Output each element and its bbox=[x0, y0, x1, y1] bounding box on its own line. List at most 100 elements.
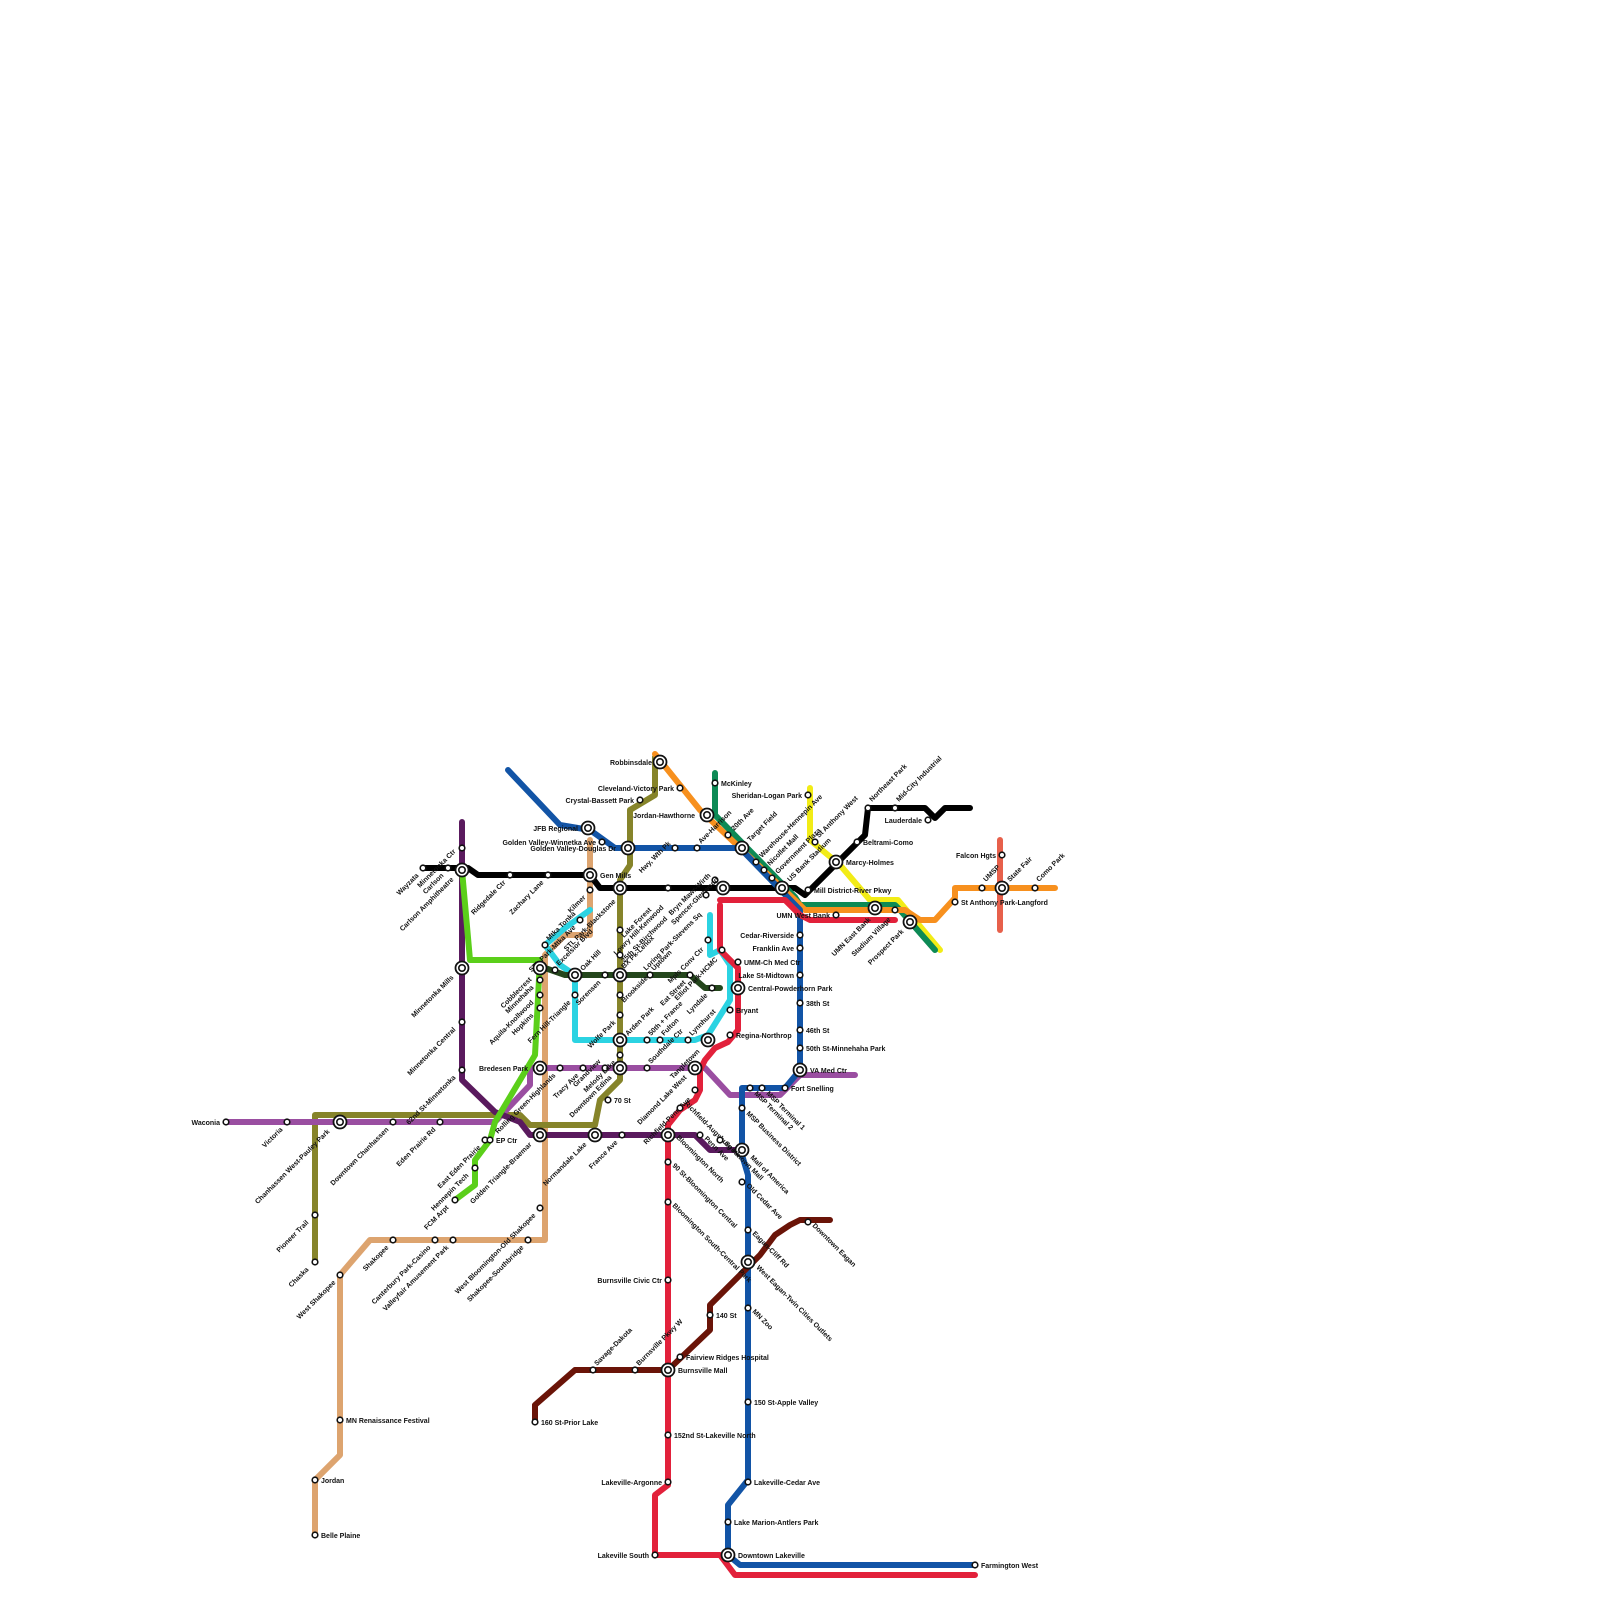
station-label: Falcon Hgts bbox=[956, 853, 996, 860]
interchange-marker-inner bbox=[592, 1132, 598, 1138]
station-label: Belle Plaine bbox=[321, 1533, 360, 1540]
interchange-marker-inner bbox=[617, 972, 623, 978]
station-marker bbox=[665, 1479, 671, 1485]
station-marker bbox=[665, 1199, 671, 1205]
station-label: 38th St bbox=[806, 1001, 830, 1008]
station-marker bbox=[637, 797, 643, 803]
station-marker bbox=[223, 1119, 229, 1125]
station-marker bbox=[745, 1399, 751, 1405]
station-label: Burnsville Civic Ctr bbox=[597, 1278, 662, 1285]
station-marker bbox=[459, 845, 465, 851]
interchange-marker-inner bbox=[665, 1132, 671, 1138]
station-marker bbox=[865, 805, 871, 811]
interchange-marker-inner bbox=[745, 1259, 751, 1265]
station-marker bbox=[735, 959, 741, 965]
interchange-marker-inner bbox=[617, 1065, 623, 1071]
station-marker bbox=[312, 1477, 318, 1483]
station-marker bbox=[759, 1085, 765, 1091]
station-label: McKinley bbox=[721, 781, 752, 788]
station-150-st-apple-valley: 150 St-Apple Valley bbox=[745, 1399, 818, 1407]
station-marker bbox=[617, 1052, 623, 1058]
station-marker bbox=[437, 1119, 443, 1125]
station-farmington-west: Farmington West bbox=[972, 1562, 1039, 1570]
station-marker bbox=[685, 1037, 691, 1043]
station-marker bbox=[725, 1519, 731, 1525]
station-marker bbox=[665, 1159, 671, 1165]
station-label: Lakeville-Cedar Ave bbox=[754, 1480, 820, 1487]
station-marker bbox=[719, 947, 725, 953]
interchange-marker-inner bbox=[625, 845, 631, 851]
interchange-marker-inner bbox=[537, 1132, 543, 1138]
station-mn-renaissance-festival: MN Renaissance Festival bbox=[337, 1417, 430, 1425]
station-marker bbox=[525, 1237, 531, 1243]
station-label: Marcy-Holmes bbox=[846, 860, 894, 867]
station-marker bbox=[652, 1552, 658, 1558]
station-marker bbox=[459, 1019, 465, 1025]
station-label: St Anthony Park-Langford bbox=[961, 900, 1048, 907]
interchange-marker-inner bbox=[665, 1367, 671, 1373]
station-marker bbox=[753, 859, 759, 865]
station-label: VA Med Ctr bbox=[810, 1068, 847, 1075]
station-label: 70 St bbox=[614, 1098, 631, 1105]
station-label: EP Ctr bbox=[496, 1138, 518, 1145]
station-marker bbox=[972, 1562, 978, 1568]
station-label: Bryant bbox=[736, 1008, 759, 1015]
station-label: Golden Valley-Douglas Dr bbox=[530, 846, 616, 853]
station-marker bbox=[739, 1179, 745, 1185]
station-marker bbox=[892, 805, 898, 811]
interchange-marker-inner bbox=[537, 965, 543, 971]
station-marker bbox=[665, 1277, 671, 1283]
station-fairview-ridges-hospital: Fairview Ridges Hospital bbox=[677, 1354, 769, 1362]
interchange-marker-inner bbox=[459, 867, 465, 873]
station-crystal-bassett-park: Crystal-Bassett Park bbox=[566, 797, 643, 805]
interchange-marker-inner bbox=[779, 885, 785, 891]
interchange-marker-inner bbox=[907, 919, 913, 925]
station-marker bbox=[797, 1045, 803, 1051]
station-label: 46th St bbox=[806, 1028, 830, 1035]
station-st-anthony-park-langford: St Anthony Park-Langford bbox=[952, 899, 1048, 907]
station-marker bbox=[537, 1205, 543, 1211]
interchange-marker-inner bbox=[833, 859, 839, 865]
station-marker bbox=[705, 937, 711, 943]
station-label: Jordan-Hawthorne bbox=[633, 813, 695, 820]
station-marker bbox=[979, 885, 985, 891]
station-marker bbox=[677, 1105, 683, 1111]
station-marker bbox=[337, 1417, 343, 1423]
station-marker bbox=[797, 972, 803, 978]
interchange-marker-inner bbox=[617, 1037, 623, 1043]
station-marker bbox=[619, 1132, 625, 1138]
station-marker bbox=[1032, 885, 1038, 891]
station-mill-district-river-pkwy: Mill District-River Pkwy bbox=[805, 887, 891, 895]
station-marker bbox=[925, 817, 931, 823]
station-marker bbox=[587, 887, 593, 893]
station-label: Gen Mills bbox=[600, 873, 631, 880]
station-marker bbox=[487, 1137, 493, 1143]
station-marker bbox=[999, 852, 1005, 858]
station-label: Bredesen Park bbox=[479, 1066, 528, 1073]
station-marker bbox=[833, 912, 839, 918]
station-marker bbox=[761, 867, 767, 873]
interchange-marker-inner bbox=[587, 872, 593, 878]
station-marker bbox=[552, 967, 558, 973]
station-label: UMN West Bank bbox=[776, 913, 830, 920]
station-label: Central-Powderhorn Park bbox=[748, 986, 833, 993]
station-label: Lake St-Midtown bbox=[738, 973, 794, 980]
station-marker bbox=[312, 1259, 318, 1265]
station-burnsville-civic-ctr: Burnsville Civic Ctr bbox=[597, 1277, 670, 1285]
interchange-marker-inner bbox=[725, 1552, 731, 1558]
station-marker bbox=[739, 1105, 745, 1111]
station-label: Fort Snelling bbox=[791, 1086, 834, 1093]
station-marker bbox=[577, 917, 583, 923]
station-marker bbox=[420, 865, 426, 871]
station-label: 152nd St-Lakeville North bbox=[674, 1433, 756, 1440]
station-label: Franklin Ave bbox=[753, 946, 795, 953]
station-marker bbox=[797, 945, 803, 951]
station-marker bbox=[707, 1312, 713, 1318]
station-marker bbox=[677, 1354, 683, 1360]
station-label: Regina-Northrop bbox=[736, 1033, 792, 1040]
station-marker bbox=[805, 1219, 811, 1225]
station-umn-west-bank: UMN West Bank bbox=[776, 912, 838, 920]
station-marker bbox=[617, 1012, 623, 1018]
station-marker bbox=[312, 1532, 318, 1538]
station-label: Jordan bbox=[321, 1478, 344, 1485]
